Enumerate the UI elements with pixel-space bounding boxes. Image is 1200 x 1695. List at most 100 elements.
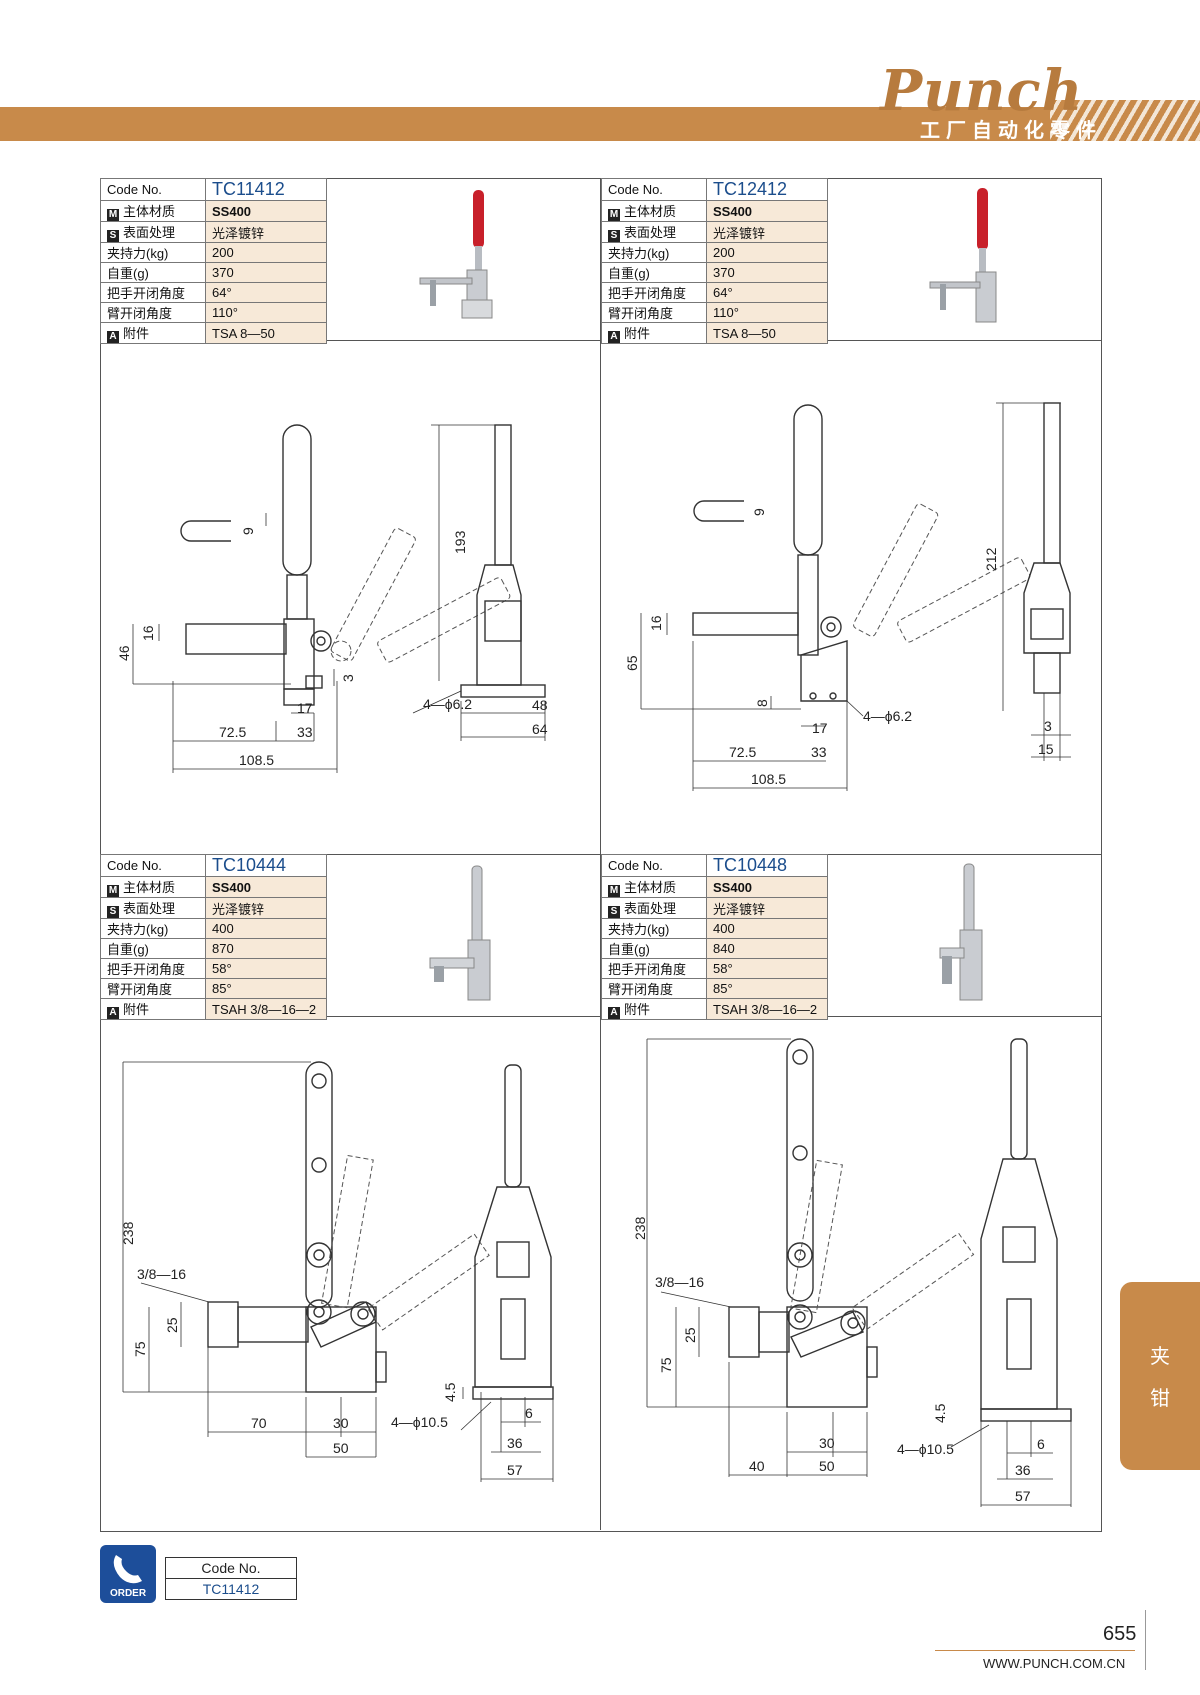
handle-red-icon bbox=[977, 188, 988, 250]
product-photo-1 bbox=[419, 190, 493, 319]
side-tab-char-1: 夹 bbox=[1150, 1346, 1170, 1368]
label-handle-angle: 把手开闭角度 bbox=[601, 282, 707, 303]
header-stripe bbox=[0, 107, 1200, 141]
product-code: TC12412 bbox=[706, 178, 828, 201]
category-side-tab[interactable]: 夹 钳 bbox=[1120, 1282, 1200, 1470]
dim-text: 238 bbox=[632, 1216, 648, 1240]
value-force: 400 bbox=[706, 918, 828, 939]
dim-text: 16 bbox=[648, 615, 664, 631]
label-force: 夹持力(kg) bbox=[100, 918, 206, 939]
label-arm-angle: 臂开闭角度 bbox=[601, 978, 707, 999]
dim-text: 4—ϕ6.2 bbox=[863, 708, 912, 724]
frame-divider-2 bbox=[100, 854, 1101, 855]
product-code: TC10444 bbox=[205, 854, 327, 877]
value-surface: 光泽镀锌 bbox=[706, 221, 828, 243]
page-number: 655 bbox=[1103, 1623, 1137, 1645]
label-code: Code No. bbox=[601, 178, 707, 201]
dim-text: 50 bbox=[333, 1440, 349, 1456]
dim-text: 8 bbox=[754, 699, 770, 707]
label-weight: 自重(g) bbox=[100, 262, 206, 283]
order-icon-label: ORDER bbox=[109, 1588, 147, 1599]
label-handle-angle: 把手开闭角度 bbox=[601, 958, 707, 979]
label-arm-angle: 臂开闭角度 bbox=[100, 302, 206, 323]
value-accessory: TSA 8—50 bbox=[706, 322, 828, 344]
value-arm-angle: 110° bbox=[706, 302, 828, 323]
footer-url[interactable]: WWW.PUNCH.COM.CN bbox=[983, 1656, 1126, 1671]
value-weight: 370 bbox=[706, 262, 828, 283]
drawing-tc11412: 46 16 9 3 17 33 72.5 108.5 193 4—ϕ6.2 48… bbox=[116, 424, 548, 773]
product-photo-2 bbox=[929, 188, 997, 323]
dim-text: 75 bbox=[132, 1341, 148, 1357]
footer-rule bbox=[935, 1650, 1135, 1651]
value-accessory: TSAH 3/8—16—2 bbox=[706, 998, 828, 1020]
frame-divider-1 bbox=[100, 340, 1101, 341]
dim-text: 15 bbox=[1038, 741, 1054, 757]
dim-text: 17 bbox=[812, 720, 828, 736]
dim-text: 16 bbox=[140, 625, 156, 641]
value-arm-angle: 85° bbox=[205, 978, 327, 999]
dim-text: 3 bbox=[340, 674, 356, 682]
product-code: TC10448 bbox=[706, 854, 828, 877]
dim-text: 64 bbox=[532, 721, 548, 737]
dim-text: 9 bbox=[240, 527, 256, 535]
dim-text: 75 bbox=[658, 1357, 674, 1373]
value-force: 200 bbox=[706, 242, 828, 263]
dim-text: 40 bbox=[749, 1458, 765, 1474]
value-material: SS400 bbox=[706, 876, 828, 898]
dim-text: 30 bbox=[333, 1415, 349, 1431]
value-force: 200 bbox=[205, 242, 327, 263]
value-accessory: TSA 8—50 bbox=[205, 322, 327, 344]
dim-text: 4.5 bbox=[442, 1382, 458, 1402]
value-accessory: TSAH 3/8—16—2 bbox=[205, 998, 327, 1020]
order-code: TC11412 bbox=[165, 1578, 297, 1600]
label-arm-angle: 臂开闭角度 bbox=[601, 302, 707, 323]
value-weight: 840 bbox=[706, 938, 828, 959]
dim-text: 4—ϕ10.5 bbox=[391, 1414, 448, 1430]
dim-text: 193 bbox=[452, 530, 468, 554]
label-code: Code No. bbox=[100, 854, 206, 877]
value-arm-angle: 85° bbox=[706, 978, 828, 999]
dim-text: 33 bbox=[811, 744, 827, 760]
drawing-tc10448: 238 75 25 3/8—16 40 30 50 4.5 4—ϕ10.5 6 … bbox=[632, 1038, 1072, 1507]
label-force: 夹持力(kg) bbox=[601, 242, 707, 263]
value-force: 400 bbox=[205, 918, 327, 939]
brand-logo: Punch bbox=[880, 58, 1084, 124]
dim-text: 36 bbox=[507, 1435, 523, 1451]
a-marker-icon: A bbox=[107, 331, 119, 343]
value-surface: 光泽镀锌 bbox=[205, 897, 327, 919]
dim-text: 70 bbox=[251, 1415, 267, 1431]
label-handle-angle: 把手开闭角度 bbox=[100, 282, 206, 303]
order-header: Code No. bbox=[165, 1557, 297, 1579]
dim-text: 72.5 bbox=[729, 744, 756, 760]
dim-text: 33 bbox=[297, 724, 313, 740]
dim-text: 4—ϕ6.2 bbox=[423, 696, 472, 712]
dim-text: 3/8—16 bbox=[137, 1266, 186, 1282]
dim-text: 4.5 bbox=[932, 1403, 948, 1423]
label-code: Code No. bbox=[100, 178, 206, 201]
side-tab-char-2: 钳 bbox=[1150, 1388, 1170, 1410]
order-icon: ORDER bbox=[100, 1545, 156, 1603]
product-photo-3 bbox=[429, 865, 491, 1001]
label-force: 夹持力(kg) bbox=[601, 918, 707, 939]
dim-text: 48 bbox=[532, 697, 548, 713]
dim-text: 72.5 bbox=[219, 724, 246, 740]
s-marker-icon: S bbox=[107, 230, 119, 242]
a-marker-icon: A bbox=[608, 331, 620, 343]
value-handle-angle: 58° bbox=[706, 958, 828, 979]
value-handle-angle: 58° bbox=[205, 958, 327, 979]
label-force: 夹持力(kg) bbox=[100, 242, 206, 263]
dim-text: 9 bbox=[751, 508, 767, 516]
label-arm-angle: 臂开闭角度 bbox=[100, 978, 206, 999]
